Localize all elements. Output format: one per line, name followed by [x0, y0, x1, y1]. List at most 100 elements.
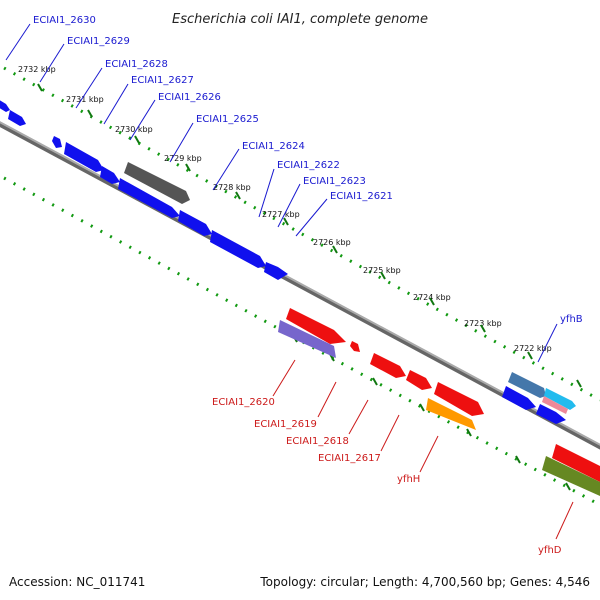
reverse-genes — [286, 308, 600, 482]
gene-reverse[interactable] — [434, 382, 484, 416]
gene-olive[interactable] — [542, 456, 600, 496]
scale-tick-2722: 2722 kbp — [514, 344, 552, 353]
gene-label-ecia1-2625[interactable]: ECIAI1_2625 — [196, 114, 259, 125]
tick-mark — [235, 191, 241, 200]
tick-mark — [332, 245, 338, 254]
leader-line — [103, 83, 129, 125]
gene-label-yfhd[interactable]: yfhD — [538, 545, 562, 556]
gene-forward[interactable] — [64, 142, 104, 172]
scale-tick-marks — [37, 83, 582, 491]
gene-forward[interactable] — [502, 386, 536, 410]
gene-label-ecia1-2617[interactable]: ECIAI1_2617 — [318, 453, 381, 464]
scale-tick-2732: 2732 kbp — [18, 65, 56, 74]
tick-mark — [515, 455, 521, 464]
gene-reverse[interactable] — [370, 353, 406, 378]
tick-mark — [527, 351, 533, 360]
top-gene-labels: ECIAI1_2630 ECIAI1_2629 ECIAI1_2628 ECIA… — [5, 15, 583, 363]
leader-line — [348, 399, 369, 435]
scale-ticks: 2732 kbp 2731 kbp 2730 kbp 2729 kbp 2728… — [18, 65, 552, 353]
scale-tick-2731: 2731 kbp — [66, 95, 104, 104]
leader-line — [419, 435, 439, 473]
leader-line — [39, 43, 65, 83]
scale-tick-2728: 2728 kbp — [213, 183, 251, 192]
gene-label-ecia1-2621[interactable]: ECIAI1_2621 — [330, 191, 393, 202]
gene-label-yfhh[interactable]: yfhH — [397, 474, 420, 485]
leader-line — [277, 183, 301, 228]
gene-dark-gray[interactable] — [124, 162, 190, 204]
gene-reverse[interactable] — [406, 370, 432, 390]
tick-mark — [466, 428, 472, 437]
gene-orange[interactable] — [426, 398, 476, 430]
tick-mark — [134, 135, 140, 144]
genome-title: Escherichia coli IAI1, complete genome — [172, 12, 428, 27]
gene-label-ecia1-2626[interactable]: ECIAI1_2626 — [158, 92, 221, 103]
scale-tick-2729: 2729 kbp — [164, 154, 202, 163]
gene-label-ecia1-2618[interactable]: ECIAI1_2618 — [286, 436, 349, 447]
leader-line — [295, 198, 328, 237]
gene-label-ecia1-2628[interactable]: ECIAI1_2628 — [105, 59, 168, 70]
forward-genes — [0, 98, 566, 424]
gene-cyan[interactable] — [544, 388, 576, 410]
gene-pink[interactable] — [542, 396, 568, 414]
gene-forward[interactable] — [210, 230, 266, 268]
tick-mark — [283, 217, 289, 226]
tick-mark — [372, 377, 378, 386]
leader-line — [555, 501, 574, 540]
gene-forward[interactable] — [52, 136, 62, 148]
gene-label-ecia1-2619[interactable]: ECIAI1_2619 — [254, 419, 317, 430]
tick-mark — [576, 379, 582, 388]
scale-tick-2725: 2725 kbp — [363, 266, 401, 275]
tick-mark — [480, 324, 486, 333]
gene-label-yfhb[interactable]: yfhB — [560, 314, 583, 325]
gene-label-ecia1-2630[interactable]: ECIAI1_2630 — [33, 15, 96, 26]
gene-label-ecia1-2629[interactable]: ECIAI1_2629 — [67, 36, 130, 47]
accession-text: Accession: NC_011741 — [9, 575, 145, 589]
other-genes-top — [124, 162, 576, 414]
gene-reverse[interactable] — [552, 444, 600, 482]
tick-mark — [429, 297, 435, 306]
scale-tick-2730: 2730 kbp — [115, 125, 153, 134]
tick-mark — [565, 482, 571, 491]
scale-tick-2724: 2724 kbp — [413, 293, 451, 302]
gene-forward[interactable] — [8, 110, 26, 126]
scale-tick-2726: 2726 kbp — [313, 238, 351, 247]
leader-line — [5, 23, 31, 61]
gene-label-ecia1-2624[interactable]: ECIAI1_2624 — [242, 141, 305, 152]
scale-tick-2723: 2723 kbp — [464, 319, 502, 328]
tick-mark — [87, 109, 93, 118]
leader-line — [272, 359, 296, 397]
bottom-gene-labels: ECIAI1_2620 ECIAI1_2619 ECIAI1_2618 ECIA… — [212, 359, 574, 556]
gene-forward[interactable] — [178, 210, 212, 236]
leader-line — [129, 99, 156, 141]
tick-mark — [185, 163, 191, 172]
gene-violet[interactable] — [278, 320, 336, 358]
outer-ruler — [3, 66, 600, 402]
gene-forward[interactable] — [264, 262, 288, 280]
gene-forward[interactable] — [0, 98, 10, 112]
leader-line — [212, 148, 240, 191]
gene-label-ecia1-2623[interactable]: ECIAI1_2623 — [303, 176, 366, 187]
leader-line — [380, 414, 400, 452]
gene-forward[interactable] — [100, 166, 120, 184]
leader-line — [75, 67, 103, 109]
gene-label-ecia1-2620[interactable]: ECIAI1_2620 — [212, 397, 275, 408]
gene-label-ecia1-2622[interactable]: ECIAI1_2622 — [277, 160, 340, 171]
tick-mark — [380, 271, 386, 280]
gene-reverse[interactable] — [350, 341, 360, 352]
leader-line — [258, 168, 275, 218]
tick-mark — [419, 403, 425, 412]
gene-steel-blue[interactable] — [508, 372, 546, 398]
leader-line — [317, 381, 337, 418]
genome-summary-text: Topology: circular; Length: 4,700,560 bp… — [259, 575, 590, 589]
tick-mark — [37, 83, 43, 92]
other-genes-bottom — [278, 320, 600, 496]
scale-tick-2727: 2727 kbp — [262, 210, 300, 219]
gene-reverse[interactable] — [286, 308, 346, 344]
gene-label-ecia1-2627[interactable]: ECIAI1_2627 — [131, 75, 194, 86]
leader-line — [537, 323, 558, 363]
gene-forward[interactable] — [118, 178, 180, 218]
leader-line — [169, 122, 194, 163]
gene-forward[interactable] — [536, 404, 566, 424]
